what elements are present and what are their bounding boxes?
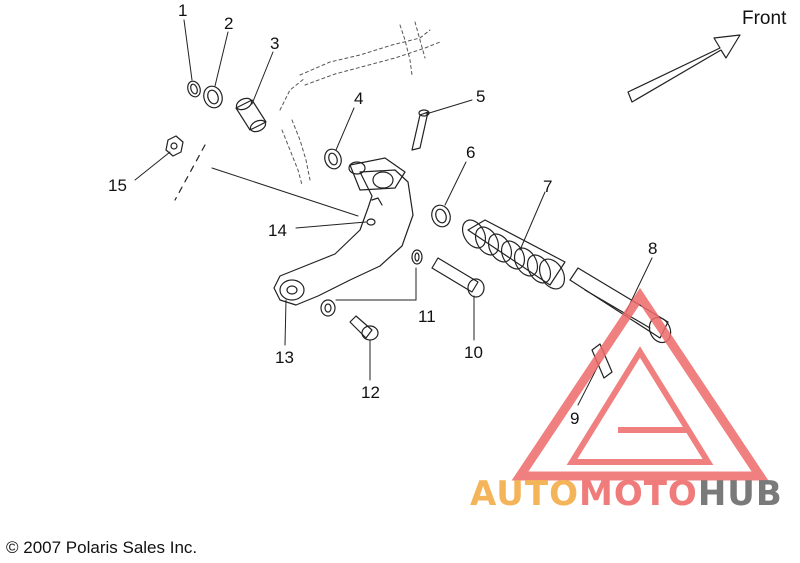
front-arrow-icon: [627, 34, 741, 103]
watermark-triangle: [511, 287, 769, 481]
part-12-bolt: [349, 315, 379, 341]
callout-3: 3: [270, 34, 280, 53]
callout-8: 8: [648, 239, 658, 258]
assembly-axis: [174, 144, 206, 201]
callout-14: 14: [268, 221, 287, 240]
callout-6: 6: [466, 143, 476, 162]
callout-7: 7: [543, 177, 553, 196]
part-3-bushing: [235, 97, 267, 133]
callout-9: 9: [570, 409, 580, 428]
watermark-auto: AUTO: [470, 474, 579, 514]
part-7-footpeg-rubber: [461, 219, 566, 290]
watermark-logo: AUTOMOTOHUB: [470, 474, 783, 514]
part-1-ring: [187, 80, 201, 98]
callout-15: 15: [108, 176, 127, 195]
copyright-notice: © 2007 Polaris Sales Inc.: [6, 538, 198, 557]
part-6-washer: [431, 204, 451, 228]
part-11-washers: [320, 249, 423, 317]
callout-5: 5: [476, 87, 486, 106]
part-8-peg-pin: [569, 267, 672, 344]
frame-sketch: [279, 21, 441, 186]
part-5-pin: [411, 109, 430, 151]
part-13-arm-bracket: [273, 157, 414, 306]
callout-1: 1: [178, 1, 188, 20]
part-15-nut: [165, 135, 184, 157]
part-9-key: [591, 343, 613, 379]
callout-12: 12: [361, 383, 380, 402]
callout-2: 2: [224, 14, 234, 33]
watermark-moto: MOTO: [578, 474, 698, 514]
part-10-bolt: [431, 257, 485, 298]
part-2-washer: [203, 85, 223, 109]
leader-lines: [134, 19, 653, 406]
watermark-hub: HUB: [697, 474, 783, 514]
callout-4: 4: [354, 89, 364, 108]
front-direction-label: Front: [742, 8, 787, 29]
part-4-washer: [324, 148, 342, 170]
callout-11: 11: [418, 307, 436, 326]
callout-13: 13: [275, 348, 294, 367]
callout-10: 10: [464, 343, 483, 362]
